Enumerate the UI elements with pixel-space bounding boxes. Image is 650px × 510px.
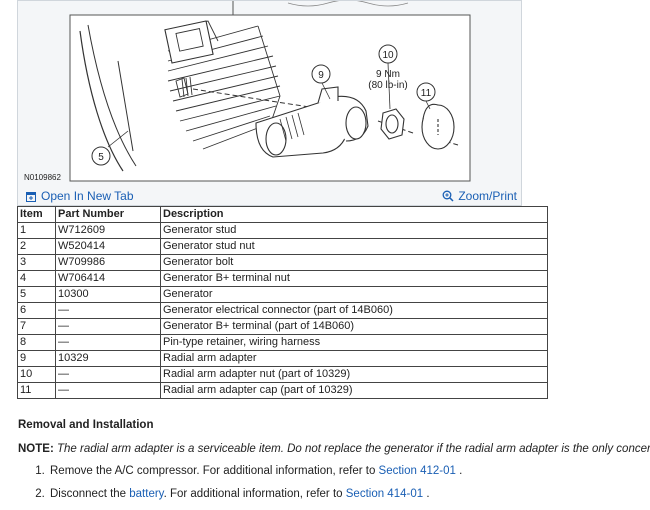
header-description: Description [160, 206, 548, 223]
callout-10: 10 [382, 50, 394, 61]
header-part-number: Part Number [55, 206, 161, 223]
item-cell: 9 [17, 350, 56, 367]
item-cell: 8 [17, 334, 56, 351]
description-cell: Generator B+ terminal (part of 14B060) [160, 318, 548, 335]
item-cell: 4 [17, 270, 56, 287]
step-text-middle: . For additional information, refer to [163, 488, 346, 500]
part-number-cell: — [55, 382, 161, 399]
item-cell: 3 [17, 254, 56, 271]
description-cell: Radial arm adapter cap (part of 10329) [160, 382, 548, 399]
section-414-01-link[interactable]: Section 414-01 [345, 488, 424, 500]
item-cell: 5 [17, 286, 56, 303]
part-number-cell: W709986 [55, 254, 161, 271]
item-cell: 10 [17, 366, 56, 383]
figure-panel: 5 9 10 11 9 Nm (80 lb-in) N0109862 Open … [17, 0, 522, 206]
part-number-cell: — [55, 366, 161, 383]
torque-lbin-label: (80 lb-in) [368, 80, 407, 91]
part-number-cell: W712609 [55, 222, 161, 239]
figure-toolbar: Open In New Tab Zoom/Print [18, 185, 521, 205]
item-cell: 6 [17, 302, 56, 319]
section-412-01-link[interactable]: Section 412-01 [378, 465, 456, 477]
part-number-cell: — [55, 334, 161, 351]
part-number-cell: W706414 [55, 270, 161, 287]
callout-11: 11 [421, 88, 432, 99]
step-text-end: . [455, 465, 463, 477]
description-cell: Generator electrical connector (part of … [160, 302, 548, 319]
table-row: 7—Generator B+ terminal (part of 14B060) [17, 318, 548, 335]
parts-table-header: Item Part Number Description [17, 206, 548, 223]
description-cell: Generator stud nut [160, 238, 548, 255]
item-cell: 11 [17, 382, 56, 399]
table-row: 11—Radial arm adapter cap (part of 10329… [17, 382, 548, 399]
step-text: Disconnect the [50, 488, 130, 500]
step-text-end: . [423, 488, 430, 500]
description-cell: Radial arm adapter [160, 350, 548, 367]
note-label: NOTE: [18, 443, 54, 455]
figure-code: N0109862 [24, 173, 61, 182]
open-in-new-tab-label: Open In New Tab [41, 189, 134, 203]
table-row: 10—Radial arm adapter nut (part of 10329… [17, 366, 548, 383]
torque-nm-label: 9 Nm [376, 69, 400, 80]
item-cell: 7 [17, 318, 56, 335]
item-cell: 1 [17, 222, 56, 239]
note: NOTE: The radial arm adapter is a servic… [18, 443, 650, 455]
battery-link[interactable]: battery [129, 488, 164, 500]
generator-illustration: 5 9 10 11 9 Nm (80 lb-in) [69, 1, 471, 182]
description-cell: Generator [160, 286, 548, 303]
part-number-cell: — [55, 318, 161, 335]
list-item: Disconnect the battery. For additional i… [48, 483, 648, 506]
part-number-cell: 10300 [55, 286, 161, 303]
note-text: The radial arm adapter is a serviceable … [56, 443, 650, 455]
open-new-tab-icon [26, 191, 36, 202]
part-number-cell: — [55, 302, 161, 319]
section-heading: Removal and Installation [18, 419, 154, 431]
zoom-print-label: Zoom/Print [458, 189, 517, 203]
magnifier-icon [442, 190, 454, 202]
zoom-print-link[interactable]: Zoom/Print [442, 189, 517, 203]
list-item: Remove the A/C compressor. For additiona… [48, 460, 648, 483]
description-cell: Generator bolt [160, 254, 548, 271]
header-item: Item [17, 206, 56, 223]
callout-9: 9 [318, 70, 324, 81]
callout-5: 5 [98, 152, 104, 163]
step-text: Remove the A/C compressor. For additiona… [50, 465, 379, 477]
description-cell: Pin-type retainer, wiring harness [160, 334, 548, 351]
description-cell: Generator stud [160, 222, 548, 239]
item-cell: 2 [17, 238, 56, 255]
procedure-steps: Remove the A/C compressor. For additiona… [18, 460, 648, 506]
part-number-cell: W520414 [55, 238, 161, 255]
description-cell: Radial arm adapter nut (part of 10329) [160, 366, 548, 383]
description-cell: Generator B+ terminal nut [160, 270, 548, 287]
part-number-cell: 10329 [55, 350, 161, 367]
table-row: 6—Generator electrical connector (part o… [17, 302, 548, 319]
open-in-new-tab-link[interactable]: Open In New Tab [26, 189, 134, 203]
table-row: 8—Pin-type retainer, wiring harness [17, 334, 548, 351]
